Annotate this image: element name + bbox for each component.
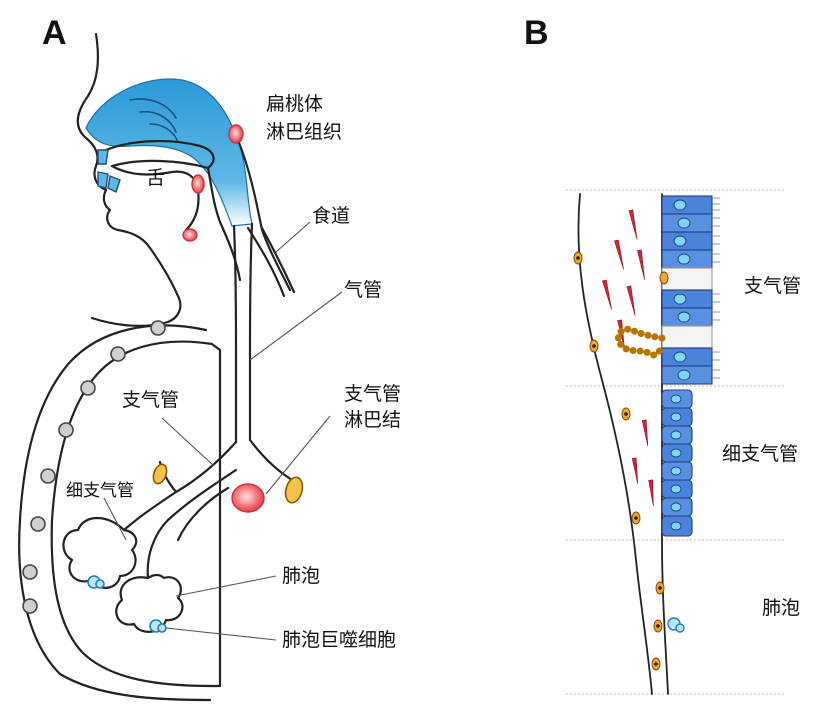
tonsil-node-3 bbox=[183, 229, 197, 241]
trachea-right-wall bbox=[250, 224, 252, 440]
label-bronchiole: 细支气管 bbox=[66, 481, 134, 501]
label-tonsil-line2: 淋巴组织 bbox=[266, 121, 342, 143]
smooth-muscle-cells bbox=[602, 210, 655, 506]
label-esophagus: 食道 bbox=[312, 205, 350, 227]
bronchus-lower bbox=[148, 470, 236, 578]
leader-alveolus bbox=[176, 576, 276, 596]
bronchus-cut-end-left bbox=[151, 463, 169, 486]
panel-b: B bbox=[524, 14, 801, 694]
label-b-bronchiole: 细支气管 bbox=[722, 443, 798, 465]
bronchial-lymph-node bbox=[232, 484, 264, 512]
goblet-cell-marker bbox=[660, 272, 668, 284]
label-bronchial-ln-line1: 支气管 bbox=[344, 383, 401, 405]
leader-bronchus bbox=[162, 418, 214, 466]
airway-wall-outer bbox=[578, 194, 652, 694]
submucosal-gland-duct bbox=[618, 329, 662, 355]
panel-a: A bbox=[19, 14, 401, 700]
alveolar-macrophage-b bbox=[668, 618, 684, 632]
nasopharynx-region bbox=[86, 79, 252, 226]
immune-cell-nuclei bbox=[576, 256, 662, 666]
bronchus-main bbox=[124, 440, 292, 530]
ribs bbox=[23, 321, 165, 613]
tonsil-node-1 bbox=[229, 125, 243, 143]
label-b-bronchus: 支气管 bbox=[744, 275, 801, 297]
bronchus-cut-end-right bbox=[283, 475, 305, 504]
label-bronchial-ln-line2: 淋巴结 bbox=[344, 409, 401, 431]
leader-trachea bbox=[250, 292, 342, 360]
label-alveolar-macrophage: 肺泡巨噬细胞 bbox=[282, 629, 396, 651]
label-bronchus: 支气管 bbox=[122, 389, 179, 411]
label-alveolus: 肺泡 bbox=[282, 565, 320, 587]
alveolar-sac-lower bbox=[116, 575, 182, 632]
panel-a-letter: A bbox=[42, 14, 67, 52]
label-tongue: 舌 bbox=[146, 167, 165, 189]
leader-esophagus bbox=[276, 222, 310, 252]
bronchiole-epithelium bbox=[662, 390, 692, 536]
label-trachea: 气管 bbox=[344, 279, 382, 301]
panel-b-letter: B bbox=[524, 14, 549, 52]
label-b-alveolus: 肺泡 bbox=[762, 597, 800, 619]
tonsil-node-2 bbox=[192, 175, 204, 193]
pleura-outer bbox=[19, 325, 210, 700]
trachea-left-wall bbox=[234, 226, 236, 442]
cilia bbox=[712, 198, 720, 378]
teeth bbox=[98, 150, 120, 192]
label-tonsil-line1: 扁桃体 bbox=[266, 93, 323, 115]
